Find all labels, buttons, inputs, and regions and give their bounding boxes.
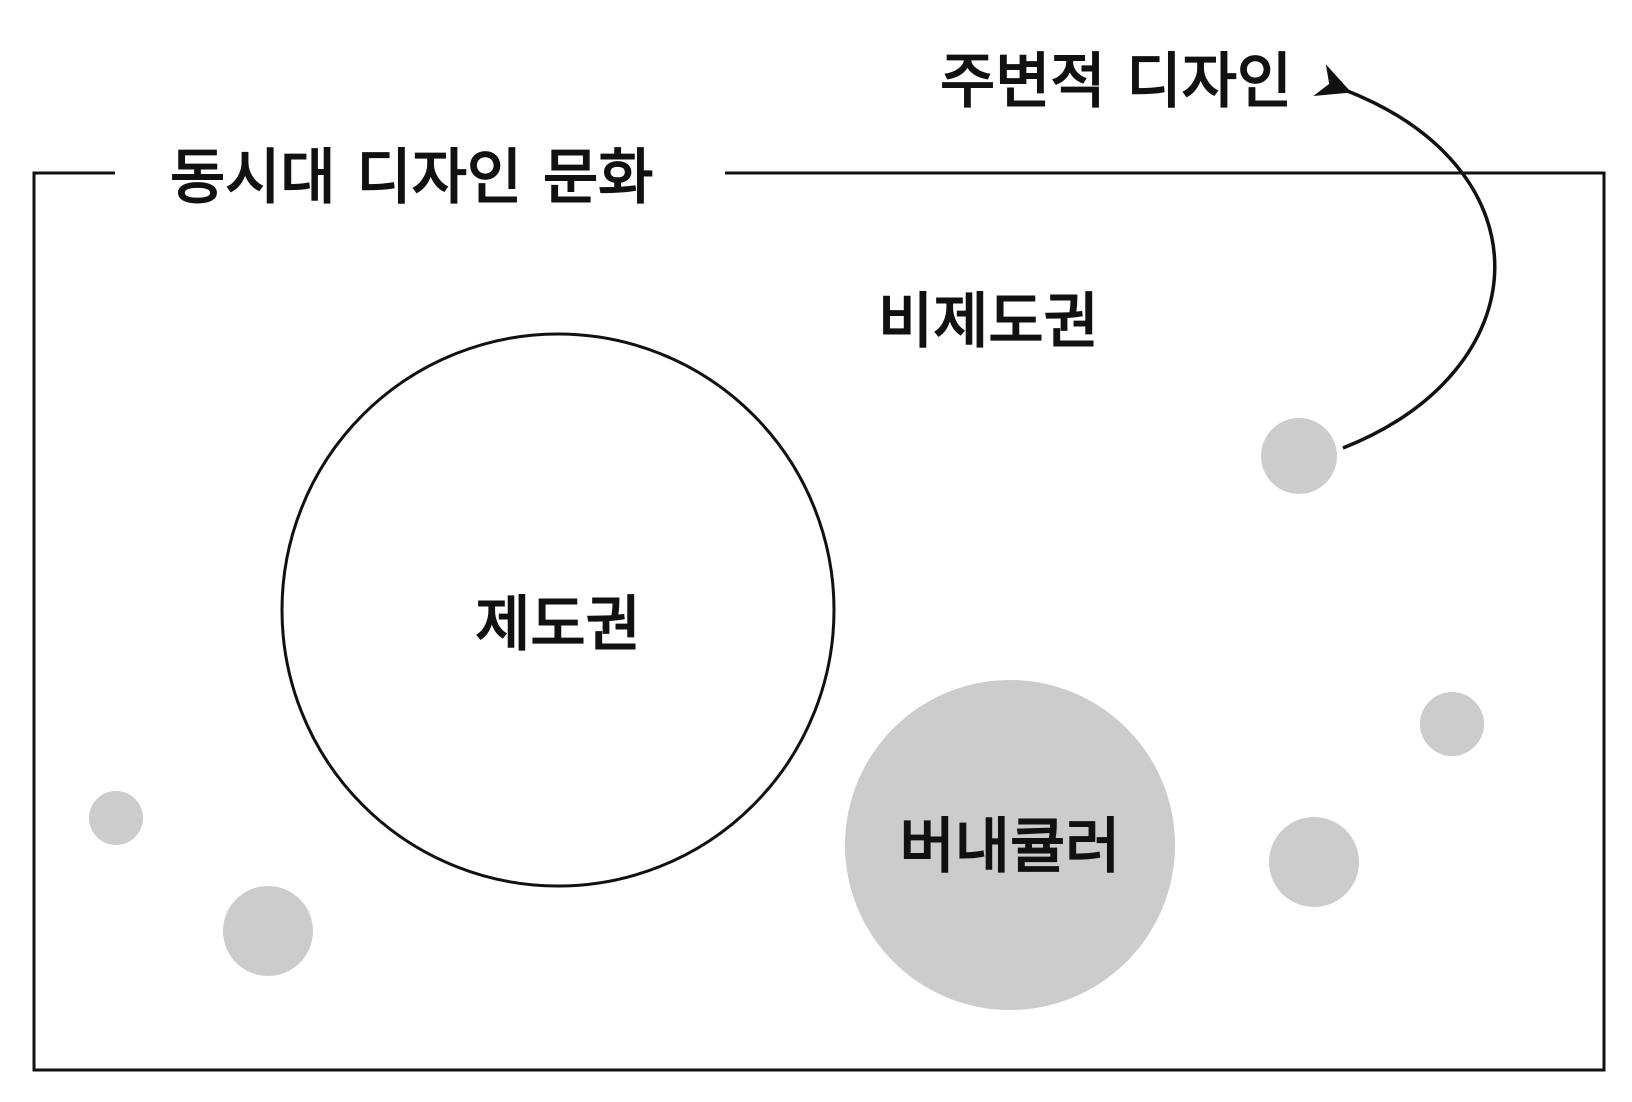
small-circle-right [1420,692,1484,756]
peripheral-design-label: 주변적 디자인 [940,47,1292,117]
institutional-label: 제도권 [475,590,641,660]
non-institutional-label: 비제도권 [878,287,1099,357]
vernacular-label: 버내큘러 [900,812,1121,882]
small-circle-left [89,791,143,845]
small-circle-top-right [1261,418,1337,494]
culture-frame [32,171,1606,1072]
peripheral-arrow [1313,64,1497,450]
institutional-circle [280,332,836,888]
small-circle-bottom-right [1269,817,1359,907]
small-circle-bottom-left [223,886,313,976]
frame-title: 동시대 디자인 문화 [170,143,653,213]
vernacular-circle [845,680,1175,1010]
